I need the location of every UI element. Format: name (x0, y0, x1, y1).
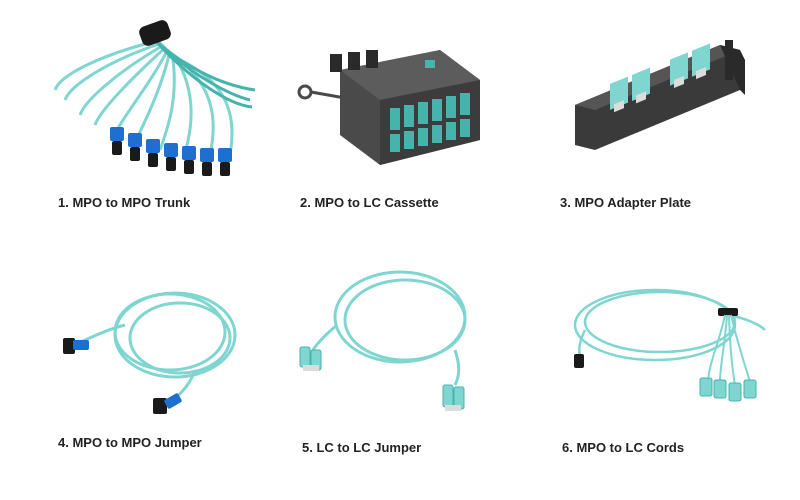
product-caption: 6. MPO to LC Cords (562, 440, 685, 455)
product-tile-mpo-adapter-plate (570, 30, 770, 180)
product-caption: 5. LC to LC Jumper (302, 440, 422, 455)
product-caption: 2. MPO to LC Cassette (300, 195, 439, 210)
product-tile-lc-jumper (295, 255, 495, 425)
mpo-trunk-cable-image (53, 20, 256, 176)
product-tile-mpo-lc-cords (560, 270, 780, 420)
mpo-lc-breakout-cord-image (573, 288, 766, 402)
product-caption: 1. MPO to MPO Trunk (58, 195, 191, 210)
mpo-adapter-plate-image (575, 40, 745, 150)
product-tile-mpo-jumper (45, 270, 255, 420)
lc-jumper-cable-image (299, 270, 467, 411)
mpo-jumper-cable-image (63, 291, 237, 414)
product-caption: 4. MPO to MPO Jumper (58, 435, 202, 450)
trunk-furcation-tube (139, 20, 171, 46)
mpo-lc-cassette-image (297, 50, 480, 165)
product-tile-mpo-trunk (40, 15, 260, 185)
product-tile-mpo-lc-cassette (290, 30, 490, 180)
product-caption: 3. MPO Adapter Plate (560, 195, 691, 210)
